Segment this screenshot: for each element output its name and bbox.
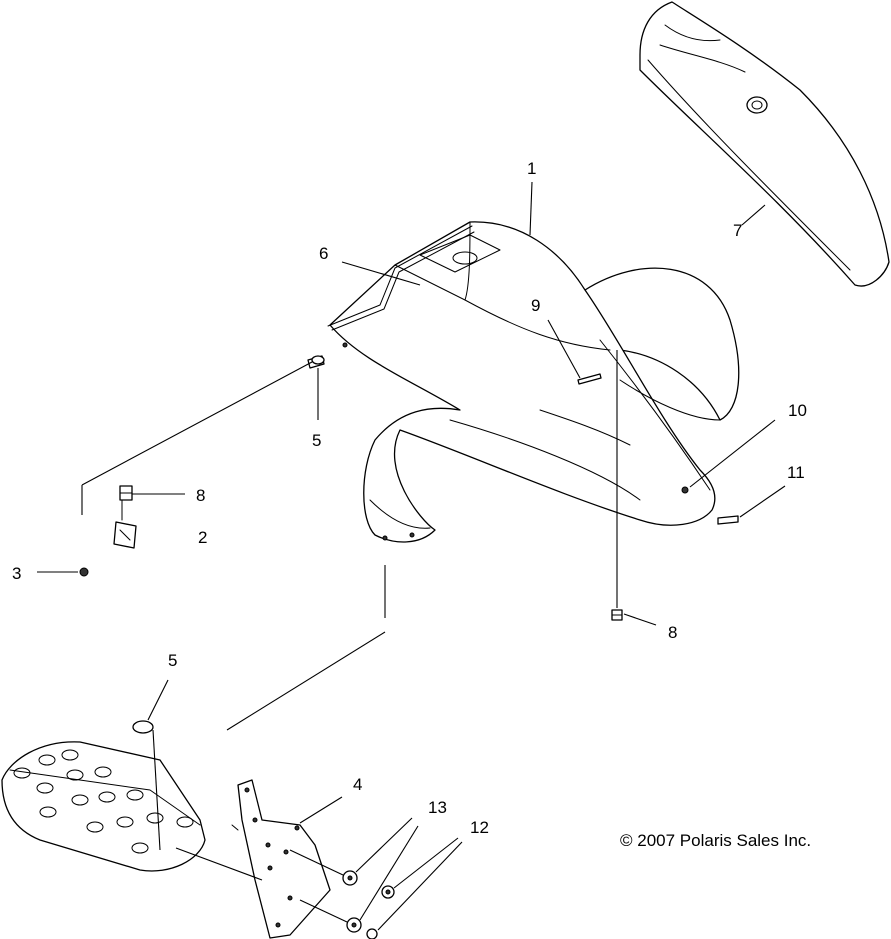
callout-1: 1	[527, 159, 536, 178]
callout-8-right: 8	[668, 623, 677, 642]
callout-10: 10	[788, 401, 807, 420]
fender-trim-part	[639, 1, 890, 287]
screw-9-part	[577, 373, 602, 385]
callout-13: 13	[428, 798, 447, 817]
screw-11-part	[717, 515, 739, 525]
washer-13-upper	[342, 870, 358, 886]
nut-12-lower	[366, 928, 378, 939]
callout-3: 3	[12, 564, 21, 583]
callout-7: 7	[733, 221, 742, 240]
mount-outline	[81, 361, 313, 515]
callout-12: 12	[470, 818, 489, 837]
leader-lines	[37, 181, 786, 931]
trim-strip-part	[327, 225, 475, 331]
callout-6: 6	[319, 244, 328, 263]
callout-labels: 1 2 3 4 5 5 6 7 8 8 9 10 11 12 13	[12, 159, 807, 837]
pin-lower-part	[132, 720, 161, 851]
bracket-2-part	[113, 499, 137, 549]
callout-11: 11	[787, 463, 805, 482]
callout-2: 2	[198, 528, 207, 547]
rear-fender-part	[329, 221, 740, 543]
callout-8-left: 8	[196, 486, 205, 505]
pin-upper-part	[307, 355, 325, 369]
nut-3-part	[79, 567, 89, 577]
clip-8-right-part	[611, 609, 623, 621]
copyright-text: © 2007 Polaris Sales Inc.	[620, 831, 811, 850]
clip-8-left-part	[119, 485, 133, 501]
washer-13-lower	[346, 917, 362, 933]
callout-5-upper: 5	[312, 431, 321, 450]
callout-5-lower: 5	[168, 651, 177, 670]
mount-plate-4-part	[231, 779, 331, 939]
callout-4: 4	[353, 775, 362, 794]
footrest-part	[1, 741, 206, 872]
callout-9: 9	[531, 296, 540, 315]
nut-12-upper	[381, 885, 395, 899]
